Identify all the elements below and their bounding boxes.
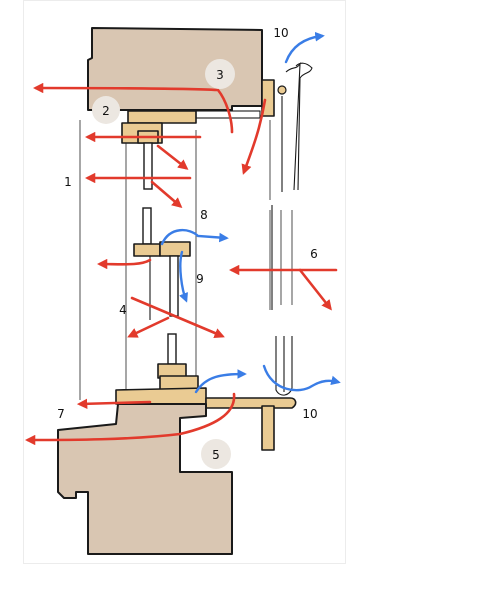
label-2: 2 <box>102 104 110 118</box>
arrow-1-diag <box>150 180 183 209</box>
label-5: 5 <box>212 448 220 462</box>
sill-frame <box>115 333 297 451</box>
label-9: 9 <box>196 272 204 286</box>
label-10-top: 10 <box>273 26 288 40</box>
label-3: 3 <box>216 68 224 82</box>
disc-2 <box>92 96 120 124</box>
arrow-3-heat <box>32 82 234 134</box>
label-1: 1 <box>64 175 72 189</box>
guide-lines <box>79 120 293 400</box>
air-flow-arrows <box>160 31 341 394</box>
arrow-10-bottom-air <box>262 364 341 392</box>
arrow-6-diag <box>298 268 332 311</box>
arrow-sill-air <box>194 369 247 394</box>
disc-5 <box>201 439 231 469</box>
label-discs <box>92 59 235 469</box>
number-labels: 1 2 3 4 5 6 7 8 9 10 10 <box>57 26 318 462</box>
arrow-head-diag <box>156 144 189 170</box>
heat-flow-arrows <box>24 82 338 446</box>
arrow-8-air <box>160 229 229 246</box>
arrow-meeting-heat <box>96 258 152 270</box>
arrow-4-right <box>130 296 225 338</box>
arrow-5-heat <box>24 392 236 446</box>
arrow-10-down <box>241 98 267 175</box>
label-7: 7 <box>57 407 65 421</box>
label-10-bottom: 10 <box>302 407 317 421</box>
shutter-top <box>277 62 313 192</box>
arrow-4-left <box>127 316 170 338</box>
arrow-7-heat <box>76 398 152 409</box>
label-8: 8 <box>200 208 208 222</box>
arrow-9-air <box>179 250 188 303</box>
label-6: 6 <box>310 247 318 261</box>
shutter-bottom <box>275 336 293 396</box>
sill-masonry <box>57 403 233 555</box>
label-4: 4 <box>119 303 127 317</box>
arrow-10-top-air <box>284 31 325 64</box>
head-masonry <box>87 27 263 111</box>
disc-3 <box>205 59 235 89</box>
